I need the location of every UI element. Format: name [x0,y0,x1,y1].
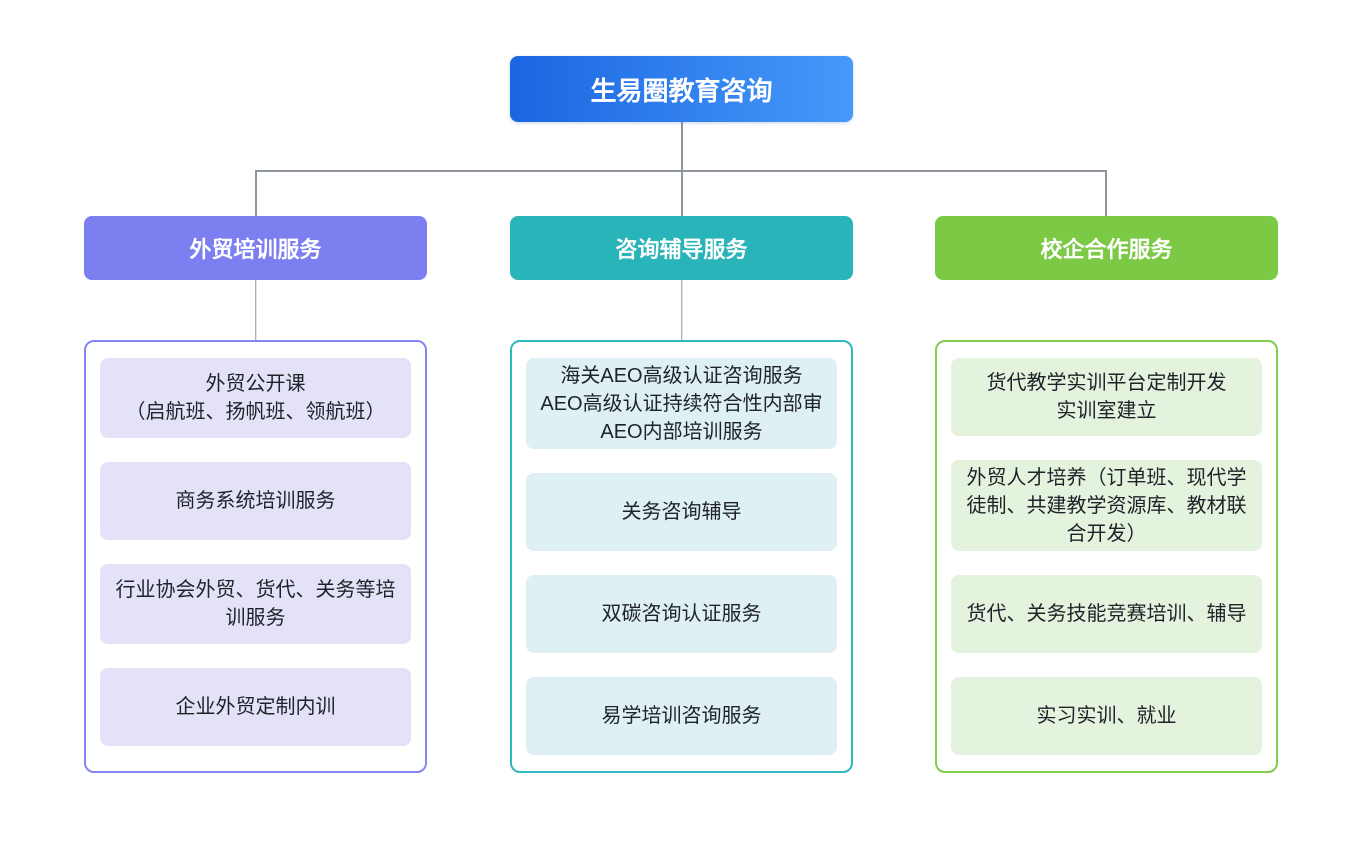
service-item: 外贸公开课 （启航班、扬帆班、领航班） [100,358,411,438]
service-item: 实习实训、就业 [951,677,1262,755]
service-item: 海关AEO高级认证咨询服务 AEO高级认证持续符合性内部审 AEO内部培训服务 [526,358,837,449]
connector-stub-middle [681,170,683,216]
branch-group-trade-training: 外贸公开课 （启航班、扬帆班、领航班） 商务系统培训服务 行业协会外贸、货代、关… [84,340,427,773]
service-item-line: 企业外贸定制内训 [175,696,336,718]
service-item: 商务系统培训服务 [100,462,411,540]
connector-stub-right [1105,170,1107,216]
branch-trade-training: 外贸培训服务 外贸公开课 （启航班、扬帆班、领航班） 商务系统培训服务 行业协会… [84,216,427,773]
branch-group-consulting: 海关AEO高级认证咨询服务 AEO高级认证持续符合性内部审 AEO内部培训服务 … [510,340,853,773]
connector-stub-left [255,170,257,216]
service-item-line: 实训室建立 [1056,400,1157,422]
connector-branch-trade-training [254,280,257,340]
service-item-line: AEO内部培训服务 [600,420,763,443]
service-item: 货代、关务技能竞赛培训、辅导 [951,575,1262,653]
service-item-line: 外贸人才培养（订单班、现代学徒制、共建教学资源库、教材联合开发） [966,466,1247,545]
service-item-line: 货代教学实训平台定制开发 [986,372,1227,394]
service-item-line: （启航班、扬帆班、领航班） [125,401,386,423]
service-item: 企业外贸定制内训 [100,668,411,746]
service-item-line: 双碳咨询认证服务 [601,603,762,625]
branch-header-trade-training: 外贸培训服务 [84,216,427,280]
service-item-line: 货代、关务技能竞赛培训、辅导 [966,603,1247,625]
root-node: 生易圈教育咨询 [510,56,853,122]
connector-branch-consulting [680,280,683,340]
service-item-line: 关务咨询辅导 [621,501,742,523]
service-item: 关务咨询辅导 [526,473,837,551]
service-item-line: 易学培训咨询服务 [601,705,762,727]
branch-header-consulting: 咨询辅导服务 [510,216,853,280]
service-item-line: 海关AEO高级认证咨询服务 [560,364,803,387]
connector-root-trunk [681,122,683,170]
branch-header-school-enterprise: 校企合作服务 [935,216,1278,280]
service-item: 双碳咨询认证服务 [526,575,837,653]
branch-header-label: 咨询辅导服务 [615,237,748,262]
branch-header-label: 外贸培训服务 [189,237,322,262]
branch-school-enterprise: 校企合作服务 货代教学实训平台定制开发 实训室建立 外贸人才培养（订单班、现代学… [935,216,1278,773]
branch-group-school-enterprise: 货代教学实训平台定制开发 实训室建立 外贸人才培养（订单班、现代学徒制、共建教学… [935,340,1278,773]
service-item-line: 实习实训、就业 [1036,705,1177,727]
branch-consulting: 咨询辅导服务 海关AEO高级认证咨询服务 AEO高级认证持续符合性内部审 AEO… [510,216,853,773]
branch-header-label: 校企合作服务 [1040,237,1173,262]
service-item: 货代教学实训平台定制开发 实训室建立 [951,358,1262,436]
root-node-label: 生易圈教育咨询 [590,75,773,106]
service-item-line: 外贸公开课 [205,373,306,395]
service-item-line: AEO高级认证持续符合性内部审 [540,392,823,415]
service-item: 易学培训咨询服务 [526,677,837,755]
service-item-line: 商务系统培训服务 [175,490,336,512]
service-item: 行业协会外贸、货代、关务等培训服务 [100,564,411,644]
service-item-line: 行业协会外贸、货代、关务等培训服务 [115,579,396,629]
service-item: 外贸人才培养（订单班、现代学徒制、共建教学资源库、教材联合开发） [951,460,1262,551]
